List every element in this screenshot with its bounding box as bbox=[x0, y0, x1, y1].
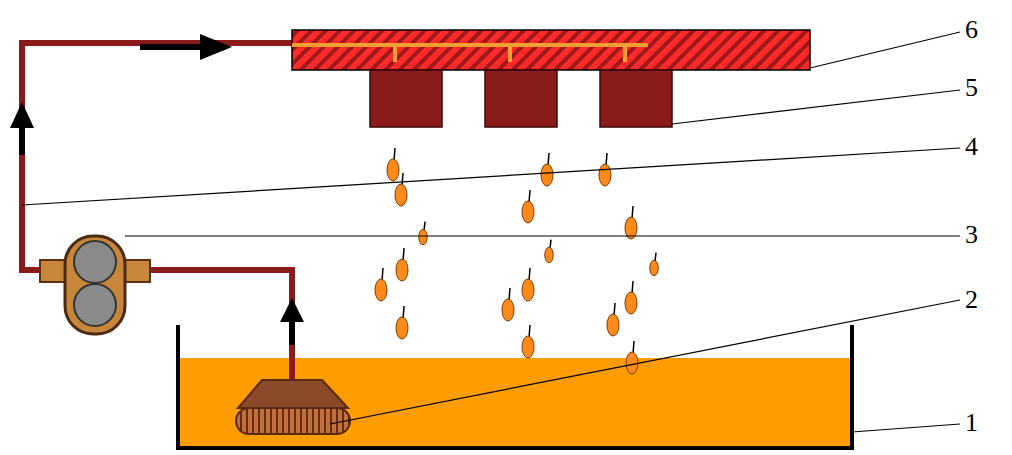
flow-arrow bbox=[289, 320, 295, 345]
gear bbox=[74, 241, 116, 283]
nozzle bbox=[370, 70, 442, 127]
flow-arrow bbox=[19, 125, 25, 155]
tank bbox=[178, 325, 852, 448]
strainer bbox=[238, 380, 348, 408]
gear bbox=[74, 284, 116, 326]
callout-number: 4 bbox=[965, 134, 978, 160]
droplets bbox=[375, 148, 658, 374]
flow-arrow bbox=[200, 34, 232, 60]
callout-number: 1 bbox=[965, 410, 978, 436]
callout-number: 3 bbox=[965, 222, 978, 248]
liquid bbox=[180, 358, 850, 446]
nozzle bbox=[485, 70, 557, 127]
manifold-channel bbox=[292, 45, 648, 62]
flow-arrow bbox=[280, 298, 304, 322]
leader-lines bbox=[22, 32, 960, 432]
flow-arrow bbox=[140, 44, 205, 50]
callout-number: 2 bbox=[965, 287, 978, 313]
gear-pump bbox=[65, 236, 125, 334]
callout-number: 5 bbox=[965, 75, 978, 101]
flow-arrow bbox=[10, 102, 34, 128]
strainer-base bbox=[236, 408, 350, 434]
pipe bbox=[22, 43, 292, 400]
manifold bbox=[292, 30, 810, 70]
nozzle bbox=[600, 70, 672, 127]
callout-number: 6 bbox=[965, 17, 978, 43]
